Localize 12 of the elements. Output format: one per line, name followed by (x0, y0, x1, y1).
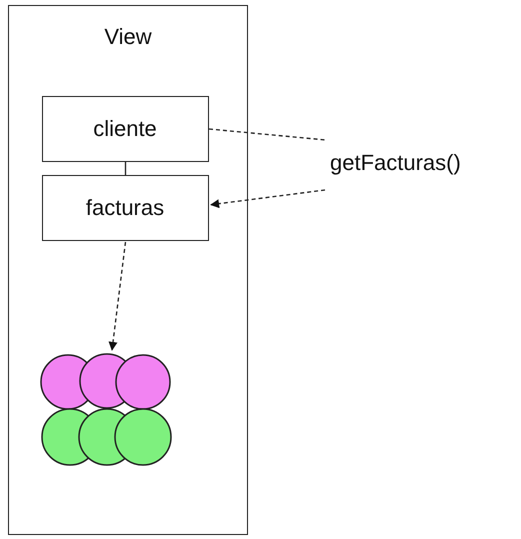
circles-drawing (40, 352, 172, 466)
connector-line (208, 128, 326, 141)
container-title: View (104, 24, 152, 50)
view-container (8, 5, 248, 535)
object-box (42, 96, 208, 162)
box-label: cliente (93, 116, 157, 142)
connector-line (124, 162, 126, 175)
box-label: facturas (86, 194, 164, 220)
arrow (108, 242, 126, 351)
object-box (42, 174, 208, 240)
arrow (210, 189, 326, 208)
method-label: getFacturas() (330, 149, 461, 177)
